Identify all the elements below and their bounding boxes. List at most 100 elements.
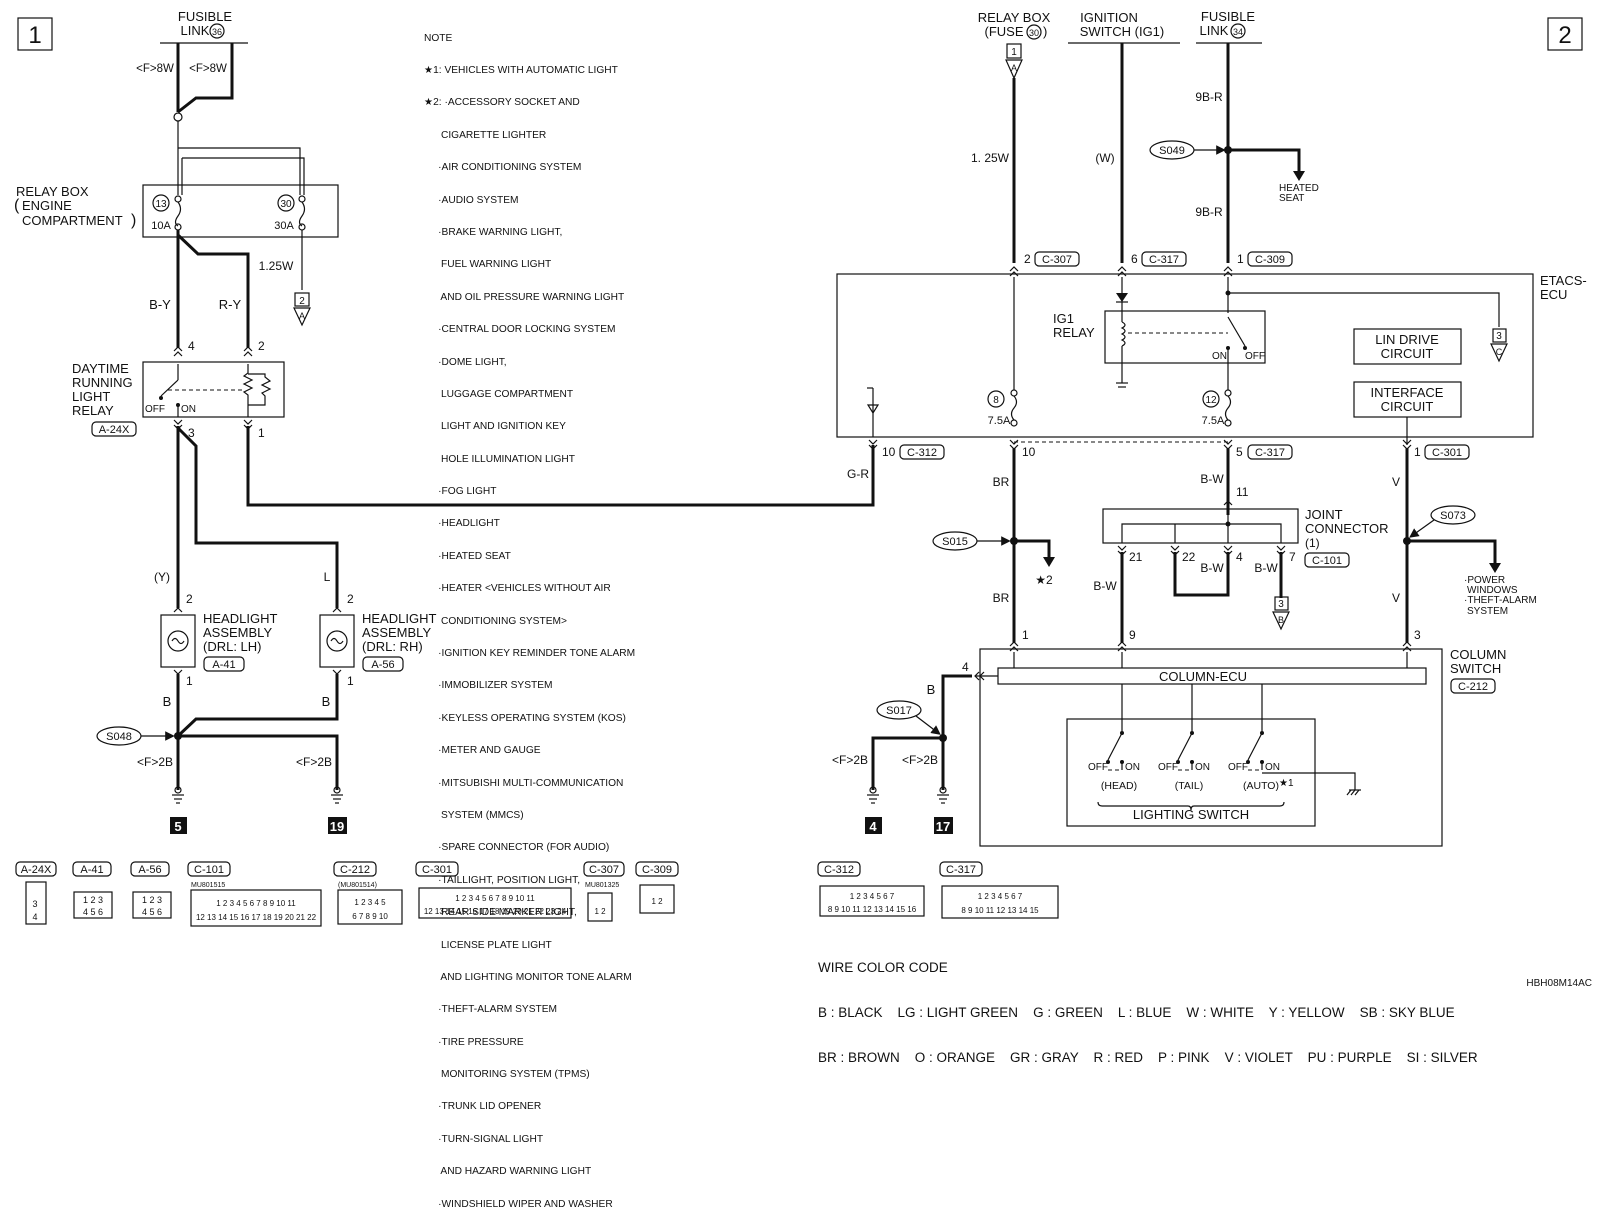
interface-label-2: CIRCUIT <box>1381 399 1434 414</box>
wire-b-w-3: B-W <box>1200 561 1224 575</box>
etacs-pin-2: 2 <box>1024 252 1031 266</box>
wire-b-y: B-Y <box>149 297 171 312</box>
connector-c-309: C-309 <box>1255 254 1285 266</box>
ground-f2b-b: <F>2B <box>296 755 332 769</box>
fuse-30-rating: 30A <box>274 220 294 232</box>
connector-a-24x: A-24X 3 4 <box>15 861 57 925</box>
heated-seat-label-2: SEAT <box>1279 193 1304 204</box>
power-windows-label-2: WINDOWS <box>1467 585 1518 596</box>
drl-on-label: ON <box>181 404 196 415</box>
splice-s049: S049 <box>1159 145 1185 157</box>
splice-s015: S015 <box>942 536 968 548</box>
joint-connector-label-2: CONNECTOR <box>1305 521 1389 536</box>
ground-point-5: 5 <box>174 819 181 834</box>
joint-pin-4: 4 <box>1236 550 1243 564</box>
joint-pin-22: 22 <box>1182 550 1196 564</box>
fuse-12-number: 12 <box>1205 395 1217 406</box>
note-block: NOTE ★1: VEHICLES WITH AUTOMATIC LIGHT ★… <box>424 12 635 1221</box>
lin-drive-label-2: CIRCUIT <box>1381 346 1434 361</box>
arrow-c-letter: C <box>1496 347 1503 357</box>
connector-code: C-212 <box>340 864 370 876</box>
connector-part: MU801515 <box>191 882 225 889</box>
connector-c-317-top: C-317 <box>1149 254 1179 266</box>
relay-box-label-1: RELAY BOX <box>16 184 89 199</box>
wire-color-code: WIRE COLOR CODE B : BLACK LG : LIGHT GRE… <box>818 930 1478 1080</box>
wire-1.25w-left: 1.25W <box>259 259 294 273</box>
connector-code: C-307 <box>589 864 619 876</box>
tail-label: (TAIL) <box>1175 780 1203 792</box>
star-1-ref: ★1 <box>1279 778 1294 789</box>
drl-connector: A-24X <box>99 424 130 436</box>
note-line: ·KEYLESS OPERATING SYSTEM (KOS) <box>424 712 626 724</box>
note-line: ·BRAKE WARNING LIGHT, <box>424 226 563 238</box>
wire-w-paren: (W) <box>1095 151 1114 165</box>
note-line: ·WINDSHIELD WIPER AND WASHER <box>424 1198 613 1210</box>
etacs-label-2: ECU <box>1540 287 1567 302</box>
connector-c-212-callout: C-212 (MU801514) 1 2 3 4 5 6 7 8 9 10 <box>333 861 403 925</box>
column-ecu-label: COLUMN-ECU <box>1159 669 1247 684</box>
wiring-diagram: 1 2 FUSIBLE LINK 36 <F>8W <F>8W RELAY BO… <box>14 9 1587 927</box>
svg-text:): ) <box>1043 24 1047 39</box>
lin-drive-label-1: LIN DRIVE <box>1375 332 1439 347</box>
auto-on: ON <box>1265 762 1280 773</box>
connector-a-41: A-41 1 2 3 4 5 6 <box>72 861 113 919</box>
fusible-link-34-label-2: LINK <box>1200 23 1229 38</box>
drl-label-1: DAYTIME <box>72 361 129 376</box>
fusible-link-36-number: 36 <box>212 27 222 37</box>
fuse-8-rating: 7.5A <box>988 415 1011 427</box>
interface-label-1: INTERFACE <box>1371 385 1444 400</box>
wire-r-y: R-Y <box>219 297 242 312</box>
wire-b-w-1: B-W <box>1200 472 1224 486</box>
svg-text:1 2 3: 1 2 3 <box>142 895 162 905</box>
drl-pin-2: 2 <box>258 339 265 353</box>
connector-c-312: C-312 <box>907 447 937 459</box>
connector-c-307-callout: C-307 MU801325 1 2 <box>583 861 625 922</box>
fuse-8-number: 8 <box>993 395 999 406</box>
wire-g-r: G-R <box>847 467 869 481</box>
wire-color-code-title: WIRE COLOR CODE <box>818 960 948 975</box>
connector-c-312-callout: C-312 1 2 3 4 5 6 7 8 9 10 11 12 13 14 1… <box>817 861 925 917</box>
drl-pin-1: 1 <box>258 426 265 440</box>
wire-v-1: V <box>1392 475 1400 489</box>
arrow-b-number: 3 <box>1278 599 1284 610</box>
switch-tail: OFF ON (TAIL) <box>1158 684 1210 792</box>
connector-code: C-309 <box>642 864 672 876</box>
arrow-c-number: 3 <box>1496 331 1502 342</box>
ground-point-17: 17 <box>936 819 950 834</box>
ig1-relay <box>1104 310 1266 364</box>
splice-s073: S073 <box>1440 510 1466 522</box>
svg-text:): ) <box>131 212 136 229</box>
note-line: LIGHT AND IGNITION KEY <box>424 421 566 433</box>
note-line: ·IMMOBILIZER SYSTEM <box>424 680 553 692</box>
note-line: ·HEADLIGHT <box>424 518 500 530</box>
svg-text:6 7 8 9 10: 6 7 8 9 10 <box>352 912 388 921</box>
etacs-ecu <box>836 273 1534 438</box>
relay-box-fuse-number: 30 <box>1029 28 1039 38</box>
svg-text:1 2 3 4 5 6 7: 1 2 3 4 5 6 7 <box>978 892 1023 901</box>
ground-point-4: 4 <box>869 819 877 834</box>
drl-label-4: RELAY <box>72 403 114 418</box>
column-switch-label-1: COLUMN <box>1450 647 1506 662</box>
svg-text:1 2 3: 1 2 3 <box>83 895 103 905</box>
heated-seat-label-1: HEATED <box>1279 183 1319 194</box>
connector-legend: A-24X 3 4 A-41 1 2 3 4 5 6 A-56 1 2 3 4 … <box>15 861 1059 927</box>
connector-code: C-101 <box>194 864 224 876</box>
arrow-a-letter: A <box>299 311 305 321</box>
daytime-running-light-relay <box>142 361 285 418</box>
power-windows-label-3: ·THEFT-ALARM <box>1464 595 1537 606</box>
ground-f2b-right-b: <F>2B <box>902 753 938 767</box>
ground-f2b-right-a: <F>2B <box>832 753 868 767</box>
power-windows-label-4: SYSTEM <box>1467 606 1508 617</box>
svg-text:4 5 6: 4 5 6 <box>142 907 162 917</box>
svg-text:12 13 14 15 16 17 18 19 20 21: 12 13 14 15 16 17 18 19 20 21 22 <box>196 913 317 922</box>
fusible-link-36-label: FUSIBLE <box>178 9 233 24</box>
connector-c-212: C-212 <box>1458 681 1488 693</box>
svg-text:1 2: 1 2 <box>594 907 606 916</box>
svg-text:3: 3 <box>32 899 37 909</box>
wire-9b-r-1: 9B-R <box>1195 90 1223 104</box>
note-line: CONDITIONING SYSTEM> <box>424 615 567 627</box>
svg-text:4 5 6: 4 5 6 <box>83 907 103 917</box>
wire-b-right: B <box>927 682 936 697</box>
etacs-pin-1-bottom: 1 <box>1414 445 1421 459</box>
fusible-link-34-label-1: FUSIBLE <box>1201 9 1256 24</box>
